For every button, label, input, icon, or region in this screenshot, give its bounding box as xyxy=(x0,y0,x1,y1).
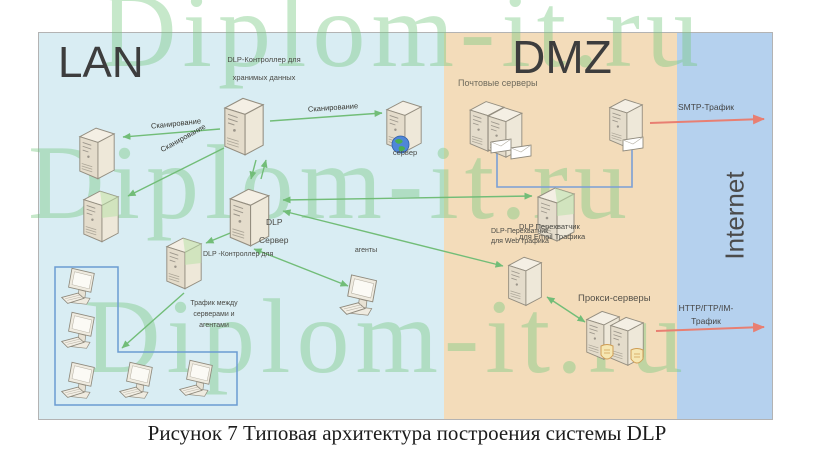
dlp-stored-controller-label: DLP-Контроллер для хранимых данных xyxy=(202,51,326,87)
dlp-server-label: Сервер xyxy=(259,235,289,245)
red-arrows xyxy=(649,114,765,333)
mail-server-icon xyxy=(609,98,644,152)
label-line: для Email Трафика xyxy=(519,232,586,241)
proxy-server-icon xyxy=(586,310,644,366)
dlp-web-interceptor-server xyxy=(505,251,545,309)
workstation-icon xyxy=(61,267,95,305)
agent-workstation xyxy=(178,358,226,402)
envelope-icon xyxy=(490,138,532,160)
agent-workstation xyxy=(338,273,392,321)
figure-caption: Рисунок 7 Типовая архитектура построения… xyxy=(147,421,667,445)
diagram-frame xyxy=(38,32,773,420)
label-line: DLP Перехватчик xyxy=(519,222,580,231)
mail-server-icon xyxy=(469,101,532,160)
traffic-note: Трафик между серверами и агентами xyxy=(184,298,244,331)
mail-servers-label: Почтовые серверы xyxy=(458,78,538,88)
dlp-stored-data-controller-server xyxy=(220,92,268,158)
label-line: DLP-Контроллер для xyxy=(227,55,301,64)
server-icon xyxy=(79,127,115,180)
dlp-agents-controller-label: DLP -Контроллер для xyxy=(203,251,274,258)
lan-server-middle xyxy=(80,185,122,245)
dlp-agents-controller-server xyxy=(163,232,205,292)
server-icon xyxy=(224,97,264,156)
agent-workstation xyxy=(60,266,108,310)
label-line: DLP-Перехватчик xyxy=(491,228,549,235)
workstation-icon xyxy=(61,361,95,399)
web-interceptor-label: DLP-Перехватчик для Web трафика xyxy=(491,227,565,247)
workstation-icon xyxy=(339,274,378,316)
dmz-title: DMZ xyxy=(512,31,612,83)
envelope-icon xyxy=(622,136,644,152)
label-line: HTTP/ГТР/IM- xyxy=(678,303,734,313)
proxy-servers-label: Прокси-серверы xyxy=(578,293,651,304)
agents-label: агенты xyxy=(354,247,378,254)
agent-workstation xyxy=(118,360,166,404)
server-green-icon xyxy=(163,232,205,292)
blue-connector xyxy=(496,146,633,188)
smtp-traffic-label: SMTP-Трафик xyxy=(677,102,735,112)
label-line: для Web трафика xyxy=(491,238,549,245)
proxy-servers-pair xyxy=(582,306,662,370)
mail-servers-pair xyxy=(466,96,544,164)
label-line: Трафик между xyxy=(190,300,238,307)
server-icon xyxy=(508,256,542,306)
email-interceptor-label: DLP Перехватчик для Email Трафика xyxy=(519,222,613,242)
dlp-server-label: DLP xyxy=(266,217,283,227)
agent-workstation xyxy=(60,309,108,355)
label-line: серверами и xyxy=(193,311,235,318)
http-traffic-label: HTTP/ГТР/IM- Трафик xyxy=(664,302,748,328)
internet-zone xyxy=(677,33,772,419)
workstation-icon xyxy=(119,361,153,399)
smtp-relay-server xyxy=(606,94,666,156)
agent-workstation xyxy=(60,360,108,404)
file-server-label: сервер xyxy=(392,148,418,157)
label-line: хранимых данных xyxy=(232,73,296,82)
workstation-icon xyxy=(61,311,95,349)
agents-group-frame xyxy=(54,266,238,406)
lan-title: LAN xyxy=(58,38,144,87)
lan-server-top xyxy=(76,122,118,182)
server-green-icon xyxy=(80,185,122,245)
label-line: агентами xyxy=(199,322,229,329)
label-line: Трафик xyxy=(691,316,721,326)
green-arrows xyxy=(121,110,586,349)
internet-title: Internet xyxy=(719,171,750,260)
workstation-icon xyxy=(179,359,213,397)
